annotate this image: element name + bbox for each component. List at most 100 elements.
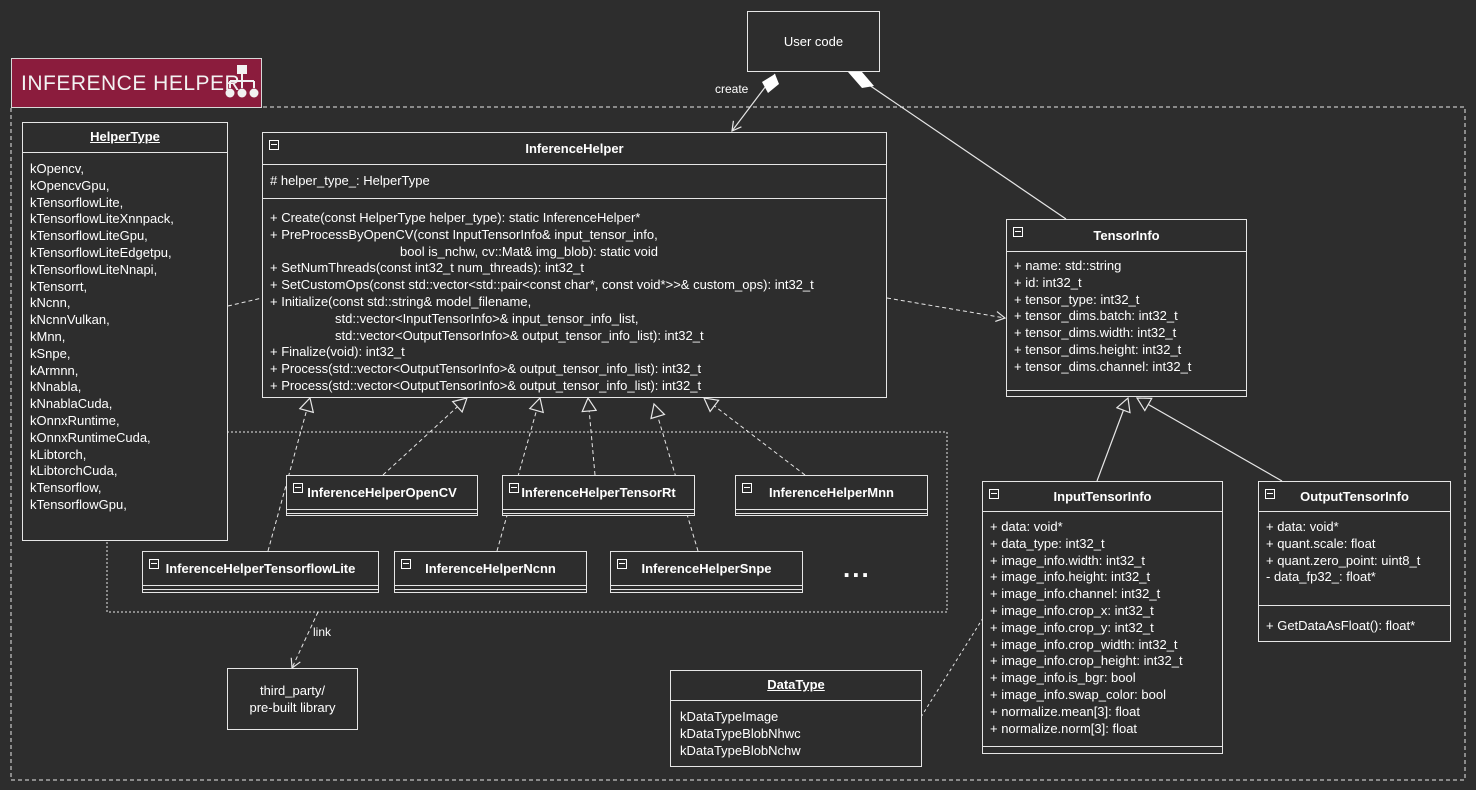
member-line: kTensorflowLiteEdgetpu, [30, 244, 172, 260]
member-line: kTensorrt, [30, 278, 88, 294]
member-line: - data_fp32_: float* [1266, 569, 1376, 585]
collapse-icon[interactable] [617, 559, 627, 569]
input-tensor-info-title: InputTensorInfo [1053, 489, 1152, 504]
realize-tensorrt-line [581, 396, 598, 476]
member-line: + image_info.height: int32_t [990, 569, 1151, 585]
output-tensor-info-attributes: + data: void*+ quant.scale: float+ quant… [1259, 512, 1450, 606]
member-line: + quant.scale: float [1266, 535, 1376, 551]
collapse-icon[interactable] [989, 489, 999, 499]
collapse-icon[interactable] [149, 559, 159, 569]
collapse-icon[interactable] [1265, 489, 1275, 499]
member-line: kOpencv, [30, 161, 84, 176]
subclass-tflite: InferenceHelperTensorflowLite [142, 551, 379, 593]
realize-tflite-line [267, 396, 315, 552]
member-line: + Initialize(const std::string& model_fi… [270, 293, 532, 309]
input-tensor-info-attributes: + data: void*+ data_type: int32_t+ image… [983, 512, 1222, 737]
data-type-title: DataType [767, 677, 825, 692]
output-tensor-info-class: OutputTensorInfo + data: void*+ quant.sc… [1258, 481, 1451, 642]
collapse-icon[interactable] [1013, 227, 1023, 237]
member-line: + Process(std::vector<OutputTensorInfo>&… [270, 377, 702, 393]
collapse-icon[interactable] [269, 140, 279, 150]
subclass-mnn: InferenceHelperMnn [735, 475, 928, 516]
collapse-icon[interactable] [401, 559, 411, 569]
uses-tensorinfo-line [886, 297, 1007, 322]
member-line: kTensorflowLite, [30, 194, 124, 210]
collapse-icon[interactable] [293, 483, 303, 493]
tensor-info-title: TensorInfo [1093, 228, 1160, 243]
member-line: + image_info.crop_height: int32_t [990, 653, 1183, 669]
third-party-line-2: pre-built library [249, 700, 336, 715]
member-line: + tensor_dims.width: int32_t [1014, 325, 1177, 341]
member-line: + Create(const HelperType helper_type): … [270, 210, 641, 225]
collapse-icon[interactable] [509, 483, 519, 493]
member-line: kNnablaCuda, [30, 396, 113, 412]
member-line: bool is_nchw, cv::Mat& img_blob): static… [270, 243, 658, 259]
member-line: kTensorflowLiteXnnpack, [30, 211, 174, 227]
member-line: kTensorflowGpu, [30, 496, 127, 512]
member-line: kOnnxRuntimeCuda, [30, 429, 151, 445]
member-line: + tensor_dims.channel: int32_t [1014, 358, 1192, 374]
member-line: + image_info.channel: int32_t [990, 586, 1161, 602]
member-line: + image_info.width: int32_t [990, 552, 1146, 568]
member-line: std::vector<OutputTensorInfo>& output_te… [270, 327, 704, 343]
member-line: + normalize.norm[3]: float [990, 720, 1138, 736]
member-line: + image_info.swap_color: bool [990, 686, 1166, 702]
input-tensor-info-class: InputTensorInfo + data: void*+ data_type… [982, 481, 1223, 754]
inference-helper-attributes: # helper_type_: HelperType [263, 165, 886, 199]
third-party-line-1: third_party/ [259, 683, 326, 698]
member-line: kDataTypeImage [680, 709, 779, 724]
inference-helper-methods: + Create(const HelperType helper_type): … [263, 199, 886, 395]
inference-helper-title: InferenceHelper [525, 141, 624, 156]
member-line: kTensorflowLiteNnapi, [30, 261, 158, 277]
output-tensor-info-title: OutputTensorInfo [1300, 489, 1409, 504]
usercode-tensorinfo-line [849, 71, 1067, 220]
member-line: kLibtorch, [30, 446, 87, 462]
output-tensor-info-methods: + GetDataAsFloat(): float* [1259, 606, 1450, 635]
member-line: + tensor_dims.batch: int32_t [1014, 308, 1178, 324]
member-line: + data_type: int32_t [990, 535, 1105, 551]
member-line: + image_info.crop_y: int32_t [990, 619, 1154, 635]
link-line [290, 611, 319, 670]
subclass-tflite-title: InferenceHelperTensorflowLite [165, 561, 356, 576]
subclass-ncnn-title: InferenceHelperNcnn [425, 561, 556, 576]
member-line: kTensorflowLiteGpu, [30, 228, 148, 244]
third-party-box: third_party/ pre-built library [227, 668, 358, 730]
helper-type-class: HelperType kOpencv,kOpencvGpu,kTensorflo… [22, 122, 228, 541]
inference-helper-class: InferenceHelper # helper_type_: HelperTy… [262, 132, 887, 398]
member-line: kMnn, [30, 328, 66, 344]
helper-type-items: kOpencv,kOpencvGpu,kTensorflowLite,kTens… [23, 153, 227, 514]
member-line: + image_info.crop_width: int32_t [990, 636, 1178, 652]
inference-helper-logo: INFERENCE HELPER [11, 58, 262, 108]
user-code-label: User code [783, 34, 844, 49]
user-code-box: User code [747, 11, 880, 72]
member-line: + PreProcessByOpenCV(const InputTensorIn… [270, 226, 658, 242]
member-line: kArmnn, [30, 362, 79, 378]
helpertype-link-line [227, 297, 263, 307]
subclass-snpe-title: InferenceHelperSnpe [641, 561, 772, 576]
subclass-opencv-title: InferenceHelperOpenCV [307, 485, 457, 500]
member-line: kTensorflow, [30, 480, 102, 496]
logo-text: INFERENCE HELPER [21, 72, 241, 95]
member-line: kOpencvGpu, [30, 177, 110, 193]
helper-type-title: HelperType [90, 129, 160, 144]
inherit-input-line [1096, 396, 1131, 482]
collapse-icon[interactable] [742, 483, 752, 493]
member-line: kNnabla, [30, 379, 82, 395]
subclass-tensorrt: InferenceHelperTensorRt [502, 475, 695, 516]
tensor-info-class: TensorInfo + name: std::string+ id: int3… [1006, 219, 1247, 397]
create-label: create [715, 82, 749, 96]
usercode-diamond [848, 72, 874, 88]
link-label: link [313, 625, 332, 639]
member-line: + Process(std::vector<OutputTensorInfo>&… [270, 361, 702, 377]
subclass-snpe: InferenceHelperSnpe [610, 551, 803, 593]
member-line: + SetCustomOps(const std::vector<std::pa… [270, 277, 814, 293]
member-line: kSnpe, [30, 345, 71, 361]
member-line: + data: void* [1266, 519, 1339, 534]
member-line: kNcnn, [30, 295, 71, 311]
realize-mnn-line [702, 397, 806, 476]
member-line: + tensor_dims.height: int32_t [1014, 341, 1182, 357]
member-line: + id: int32_t [1014, 274, 1082, 290]
subclass-mnn-title: InferenceHelperMnn [769, 485, 894, 500]
realize-ncnn-line [496, 396, 545, 552]
